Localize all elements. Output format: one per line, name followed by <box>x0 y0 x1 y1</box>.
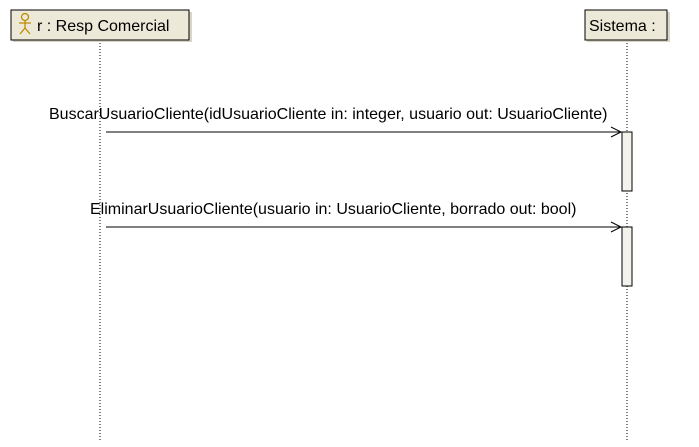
participant-actor-label: r : Resp Comercial <box>37 18 169 35</box>
message-eliminar-usuario-cliente[interactable]: EliminarUsuarioCliente(usuario in: Usuar… <box>90 201 623 233</box>
activation-bar <box>621 131 633 192</box>
message-buscar-usuario-cliente[interactable]: BuscarUsuarioCliente(idUsuarioCliente in… <box>49 106 623 138</box>
open-arrowhead-icon <box>610 221 623 233</box>
message-label: BuscarUsuarioCliente(idUsuarioCliente in… <box>49 106 608 123</box>
participant-actor[interactable]: r : Resp Comercial <box>10 9 192 42</box>
participant-system-label: Sistema : <box>589 18 656 35</box>
activation-bar <box>621 226 633 287</box>
participant-actor-box <box>10 9 190 41</box>
participant-system[interactable]: Sistema : <box>584 9 670 42</box>
participant-system-box <box>584 9 668 41</box>
actor-stick-figure-icon <box>19 12 31 35</box>
open-arrowhead-icon <box>610 126 623 138</box>
message-label: EliminarUsuarioCliente(usuario in: Usuar… <box>90 201 576 218</box>
